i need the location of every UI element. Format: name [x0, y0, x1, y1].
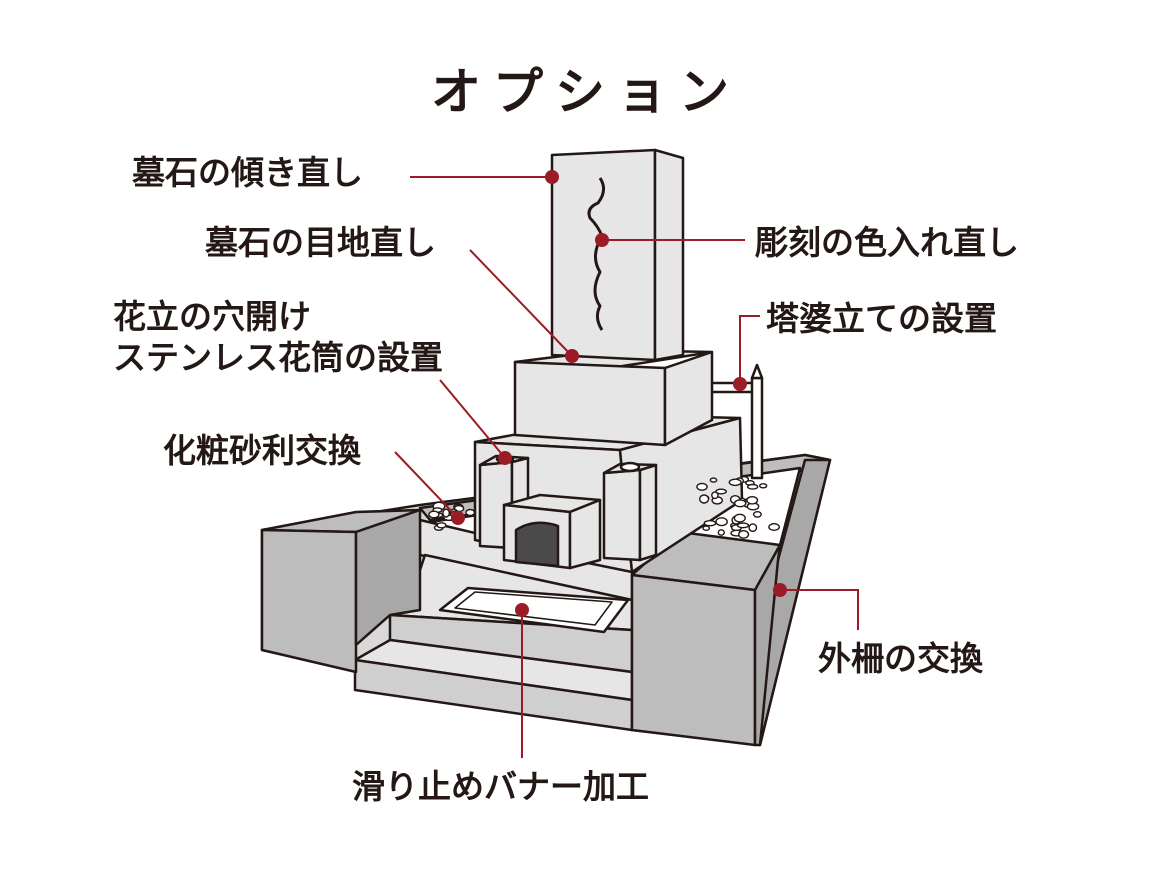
right-gravel-pebble	[702, 525, 711, 532]
right-gravel-pebble	[728, 478, 742, 487]
label-joint-repair: 墓石の目地直し	[205, 223, 436, 262]
right-holder-hole	[619, 461, 641, 473]
leader-dot-flower	[498, 451, 512, 465]
page-title: オプション	[431, 63, 741, 121]
left-gravel-pebble	[436, 522, 447, 529]
leader-line-fence	[780, 589, 859, 630]
right-gravel-pebble	[698, 494, 710, 504]
right-post-side	[753, 543, 782, 747]
right-gravel-pebble	[752, 511, 762, 518]
stupa-cap	[750, 363, 764, 380]
leader-dot-fence	[773, 583, 787, 597]
right-gravel-pebble	[748, 523, 758, 532]
incense-box-opening	[514, 521, 560, 568]
left-gravel-pebble	[442, 508, 450, 518]
leader-dot-gravel	[451, 511, 465, 525]
right-gravel-pebble	[711, 491, 719, 500]
left-post-front	[260, 528, 358, 674]
right-gravel-pebble	[703, 520, 717, 527]
label-slip-banner: 滑り止めバナー加工	[352, 767, 649, 806]
label-fence-exchange: 外柵の交換	[818, 639, 983, 678]
label-engraving-recolor: 彫刻の色入れ直し	[755, 223, 1019, 262]
right-gravel-pebble	[733, 499, 747, 508]
right-flower-holder-side	[638, 463, 658, 562]
right-gravel-pebble	[759, 483, 768, 489]
left-gravel-pebble	[465, 508, 476, 517]
leader-dot-engraving	[595, 233, 609, 247]
right-gravel-pebble	[746, 495, 759, 505]
right-gravel-pebble	[768, 523, 780, 532]
leader-line-joint	[469, 249, 573, 357]
right-gravel-pebble	[717, 529, 725, 536]
left-post-side	[354, 508, 422, 647]
left-gravel-pebble	[428, 510, 440, 519]
leader-line-flower	[439, 379, 506, 459]
label-stupa-stand: 塔婆立ての設置	[766, 299, 997, 338]
stupa-pole	[750, 376, 764, 480]
label-flower-holder: 花立の穴開け ステンレス花筒の設置	[113, 296, 443, 379]
right-post-front	[630, 573, 757, 747]
incense-box-side	[568, 498, 602, 570]
leader-dot-banner	[515, 603, 529, 617]
right-gravel-pebble	[709, 477, 718, 483]
leader-line-stupa	[739, 315, 760, 384]
right-gravel-pebble	[737, 530, 750, 539]
label-gravel-exchange: 化粧砂利交換	[163, 431, 361, 470]
right-gravel-pebble	[733, 513, 746, 523]
monument-side	[653, 148, 685, 362]
right-gravel-pebble	[736, 522, 750, 529]
right-flower-holder-front	[602, 468, 642, 562]
middle-stone-side	[663, 350, 714, 447]
leader-dot-joint	[565, 349, 579, 363]
right-gravel-pebble	[715, 517, 728, 527]
right-gravel-pebble	[747, 483, 759, 490]
label-flower-holder-line2: ステンレス花筒の設置	[113, 338, 443, 378]
leader-dot-tilt	[545, 170, 559, 184]
label-tilt-correction: 墓石の傾き直し	[132, 153, 363, 192]
right-gravel-pebble	[696, 482, 708, 491]
banner-plate-inner	[454, 591, 613, 626]
middle-stone-front	[513, 360, 667, 447]
leader-dot-stupa	[733, 377, 747, 391]
label-flower-holder-line1: 花立の穴開け	[113, 297, 311, 336]
leader-line-gravel	[394, 451, 459, 519]
